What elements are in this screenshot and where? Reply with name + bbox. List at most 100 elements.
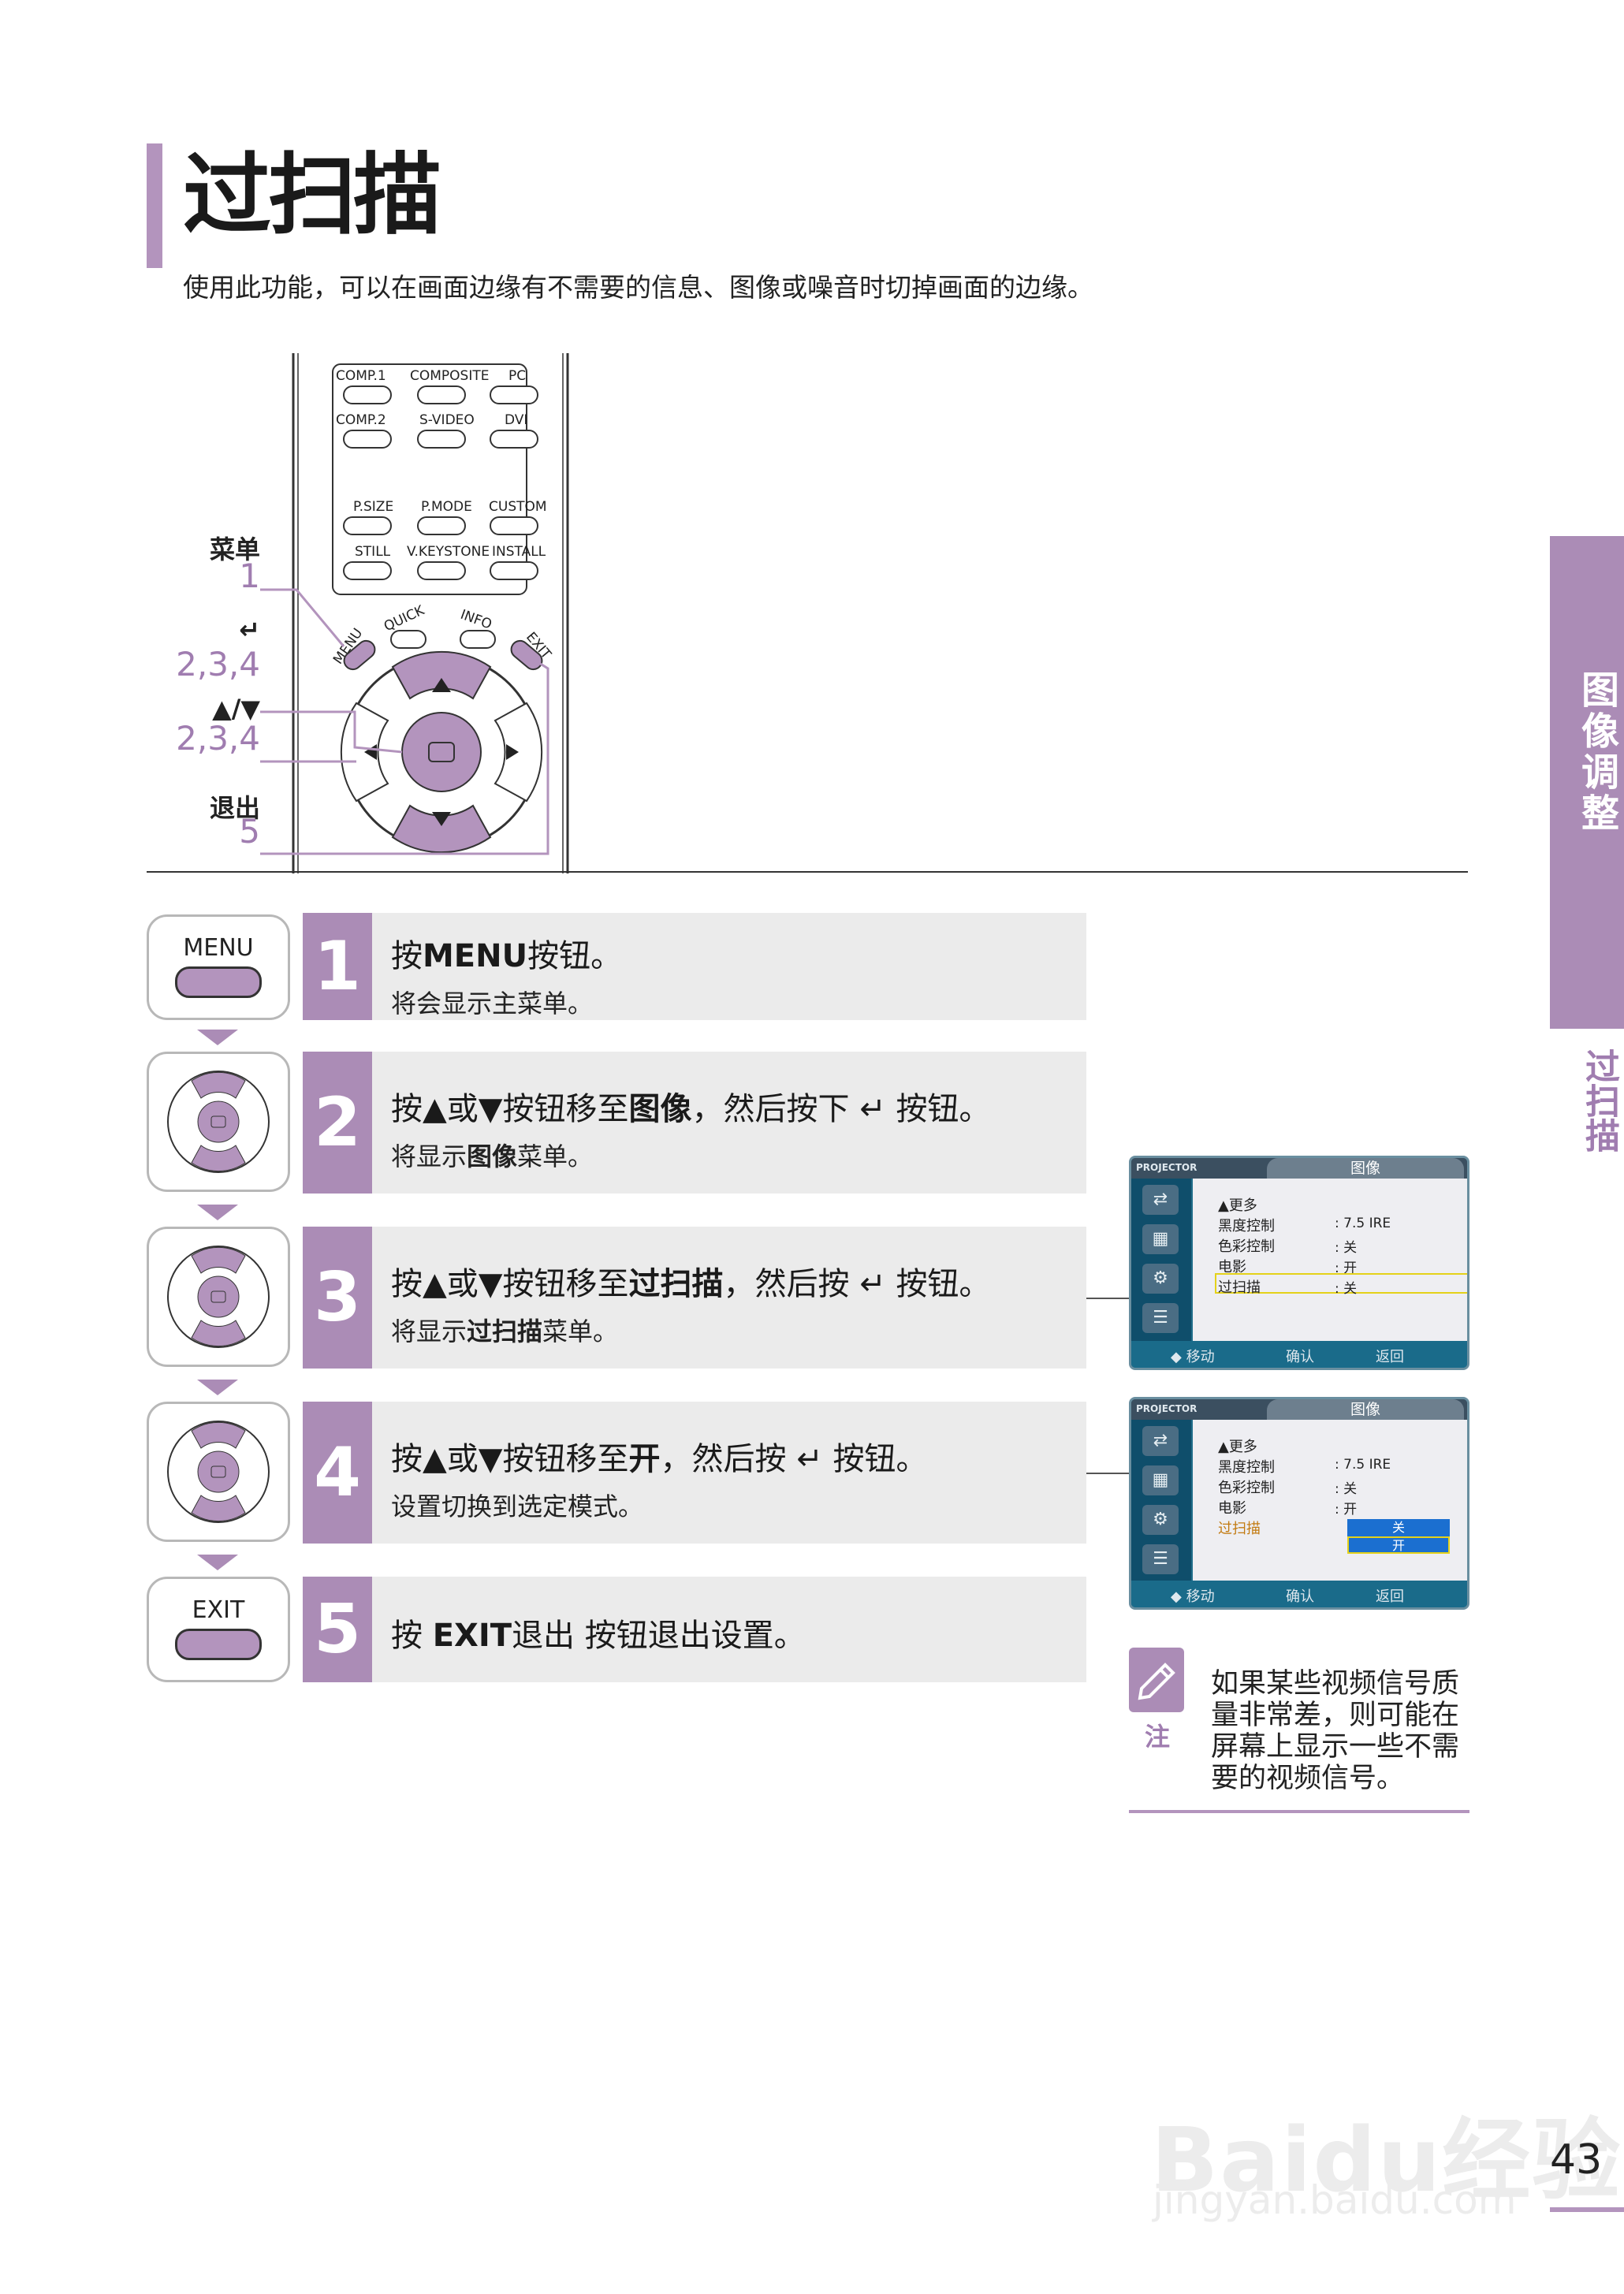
key-label-info: INFO (458, 607, 494, 633)
callout-menu-label: 菜单 (209, 534, 260, 564)
step-3-body: 按▲或▼按钮移至过扫描，然后按 ↵ 按钮。 将显示过扫描菜单。 (372, 1227, 1086, 1369)
osd-input-icon: ⇄ (1142, 1185, 1179, 1215)
osd-option-on: 开 (1347, 1536, 1450, 1554)
step-1-instruction: 按MENU按钮。 (391, 938, 623, 974)
step-5-number: 5 (303, 1577, 372, 1682)
step-5-body: 按 EXIT退出 按钮退出设置。 (372, 1577, 1086, 1682)
key-label-pc: PC (508, 368, 526, 384)
step-3-instruction: 按▲或▼按钮移至过扫描，然后按 ↵ 按钮。 (391, 1266, 991, 1302)
dpad-down (391, 804, 492, 854)
step-3-number: 3 (303, 1227, 372, 1369)
exit-button (510, 639, 543, 671)
comp1-button (343, 385, 392, 404)
exit-button-icon: EXIT (147, 1577, 290, 1682)
remote-control-illustration: COMP.1 COMPOSITE PC COMP.2 S-VIDEO DVI P… (260, 353, 569, 873)
step-2-number: 2 (303, 1052, 372, 1194)
dpad-enter (401, 712, 482, 792)
quick-button (390, 630, 426, 649)
section-side-tab-label: 图像调整 (1574, 670, 1618, 834)
key-label-comp1: COMP.1 (336, 368, 386, 384)
baidu-watermark-url: jingyan.baidu.com (1153, 2177, 1517, 2223)
key-label-pmode: P.MODE (421, 499, 472, 515)
osd-tab: 图像 (1267, 1399, 1464, 1420)
custom-button (490, 516, 538, 535)
step-1-result: 将会显示主菜单。 (391, 989, 594, 1019)
osd-connector (1086, 1473, 1129, 1474)
psize-button (343, 516, 392, 535)
install-button (490, 561, 538, 580)
key-label-vkeystone: V.KEYSTONE (407, 544, 490, 560)
callout-updown-label: ▲/▼ (212, 694, 260, 724)
dpad-icon (147, 1052, 290, 1192)
comp2-button (343, 430, 392, 449)
note-underline (1129, 1810, 1469, 1813)
step-arrow-icon (197, 1555, 238, 1570)
step-4-number: 4 (303, 1402, 372, 1544)
page-number-rule (1550, 2207, 1624, 2212)
composite-button (417, 385, 466, 404)
pmode-button (417, 516, 466, 535)
page-number: 43 (1550, 2136, 1603, 2184)
key-label-composite: COMPOSITE (410, 368, 489, 384)
svideo-button (417, 430, 466, 449)
osd-option-icon: ☰ (1142, 1303, 1179, 1333)
info-button (460, 630, 496, 649)
step-1-number: 1 (303, 913, 372, 1020)
step-arrow-icon (197, 1380, 238, 1395)
pc-button (490, 385, 538, 404)
key-label-psize: P.SIZE (353, 499, 393, 515)
step-4-instruction: 按▲或▼按钮移至开，然后按 ↵ 按钮。 (391, 1441, 928, 1477)
osd-input-icon: ⇄ (1142, 1426, 1179, 1456)
pencil-icon (1129, 1648, 1184, 1712)
note-text: 如果某些视频信号质量非常差，则可能在屏幕上显示一些不需要的视频信号。 (1211, 1668, 1460, 1794)
topic-side-label: 过扫描 (1579, 1048, 1619, 1153)
osd-option-icon: ☰ (1142, 1544, 1179, 1574)
osd-setup-icon: ⚙ (1142, 1505, 1179, 1535)
osd-connector (1086, 1298, 1129, 1299)
note-label: 注 (1144, 1722, 1170, 1752)
step-3-result: 将显示过扫描菜单。 (391, 1316, 619, 1346)
callout-menu-steps: 1 (239, 557, 260, 595)
osd-picture-icon: ▦ (1142, 1224, 1179, 1254)
still-button (343, 561, 392, 580)
page-subtitle: 使用此功能，可以在画面边缘有不需要的信息、图像或噪音时切掉画面的边缘。 (183, 272, 1093, 303)
menu-button-icon: MENU (147, 914, 290, 1020)
osd-option-off: 关 (1347, 1519, 1450, 1536)
menu-button (343, 639, 376, 671)
step-arrow-icon (197, 1205, 238, 1220)
step-4-result: 设置切换到选定模式。 (391, 1491, 644, 1521)
step-1-body: 按MENU按钮。 将会显示主菜单。 (372, 913, 1086, 1020)
dvi-button (490, 430, 538, 449)
step-2-instruction: 按▲或▼按钮移至图像，然后按下 ↵ 按钮。 (391, 1091, 991, 1127)
callout-enter-steps: 2,3,4 (176, 645, 260, 683)
callout-exit-steps: 5 (239, 812, 260, 851)
baidu-watermark: Baidu经验 (1151, 2110, 1622, 2212)
step-4-body: 按▲或▼按钮移至开，然后按 ↵ 按钮。 设置切换到选定模式。 (372, 1402, 1086, 1544)
callout-updown-steps: 2,3,4 (176, 719, 260, 758)
step-arrow-icon (197, 1030, 238, 1045)
callout-exit-label: 退出 (209, 793, 260, 823)
key-label-dvi: DVI (505, 412, 527, 428)
key-label-custom: CUSTOM (489, 499, 547, 515)
step-2-body: 按▲或▼按钮移至图像，然后按下 ↵ 按钮。 将显示图像菜单。 (372, 1052, 1086, 1194)
osd-setup-icon: ⚙ (1142, 1264, 1179, 1294)
osd-picture-icon: ▦ (1142, 1465, 1179, 1495)
section-side-tab (1550, 536, 1624, 1029)
key-label-install: INSTALL (492, 544, 546, 560)
section-divider (147, 871, 1468, 873)
key-label-still: STILL (355, 544, 391, 560)
key-label-comp2: COMP.2 (336, 412, 386, 428)
title-accent-bar (147, 143, 162, 268)
dpad-icon (147, 1402, 290, 1542)
vkeystone-button (417, 561, 466, 580)
page-title: 过扫描 (183, 144, 441, 247)
key-label-svideo: S-VIDEO (419, 412, 475, 428)
step-2-result: 将显示图像菜单。 (391, 1141, 594, 1171)
osd-tab: 图像 (1267, 1158, 1464, 1179)
step-5-instruction: 按 EXIT退出 按钮退出设置。 (391, 1618, 806, 1654)
callout-enter-label: ↵ (239, 615, 260, 645)
dpad-up (391, 650, 492, 700)
dpad-icon (147, 1227, 290, 1367)
